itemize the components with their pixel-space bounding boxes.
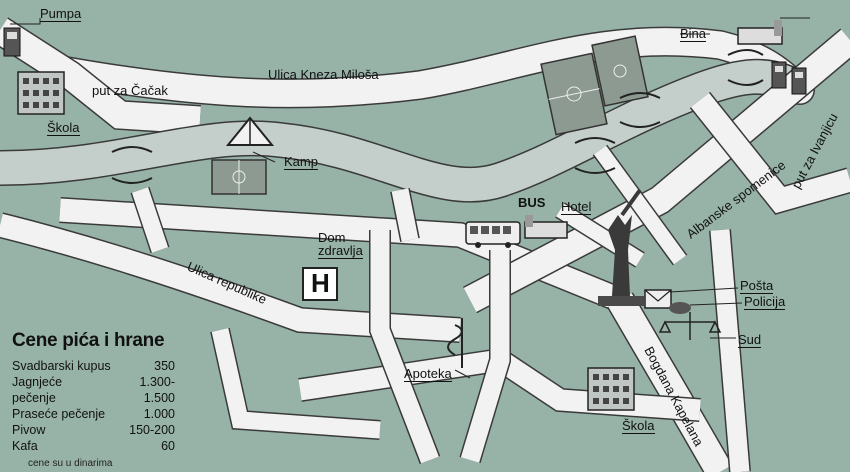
- price-row: Praseće pečenje 1.000: [10, 406, 200, 422]
- label-policija: Policija: [744, 294, 786, 310]
- price-row: Svadbarski kupus 350: [10, 358, 200, 374]
- price-item-value: 1.000: [143, 407, 175, 421]
- label-bus: BUS: [518, 195, 546, 210]
- label-skola: Škola: [47, 120, 80, 136]
- price-panel: Cene pića i hrane Svadbarski kupus 350 Ja…: [10, 330, 200, 470]
- price-item-value: 150-200: [129, 423, 175, 437]
- label-sud: Sud: [738, 332, 762, 348]
- fuel-pump-icon: [3, 27, 21, 57]
- pharmacy-symbol-icon: [447, 318, 463, 368]
- label-put-za-cacak: put za Čačak: [92, 83, 168, 98]
- hospital-icon: [302, 267, 338, 301]
- label-ulica-kneza-milosa: Ulica Kneza Miloša: [268, 67, 379, 82]
- price-row: Kafa 60: [10, 438, 200, 454]
- statue-icon: [598, 188, 644, 306]
- price-item-value: 350: [154, 359, 175, 373]
- label-dom-zdravlja-1: Dom: [318, 230, 346, 245]
- price-item-name: Kafa: [12, 439, 38, 453]
- bridge-icon: [111, 49, 764, 184]
- label-hotel: Hotel: [561, 199, 592, 215]
- label-bina: Bina: [680, 26, 707, 42]
- police-cap-icon: [669, 302, 691, 314]
- tent-icon: [225, 116, 275, 146]
- price-row: Pivow 150-200: [10, 422, 200, 438]
- label-apoteka: Apoteka: [404, 366, 452, 382]
- football-field-icon: [211, 159, 267, 195]
- price-item-value: 60: [161, 439, 175, 453]
- football-field-icon: [540, 52, 608, 136]
- hotel-bed-icon: [524, 215, 568, 239]
- label-skola-2: Škola: [622, 418, 655, 434]
- hotel-bed-icon: [737, 20, 783, 45]
- price-item-name: Praseće pečenje: [12, 407, 106, 421]
- price-item-name: Pivow: [12, 423, 46, 437]
- football-field-icon: [591, 35, 649, 107]
- school-building-icon: [587, 367, 635, 411]
- hospital-letter: H: [311, 268, 330, 298]
- price-row: Jagnjeće pečenje 1.300-1.500: [10, 374, 200, 406]
- label-posta: Pošta: [740, 278, 774, 294]
- label-kamp: Kamp: [284, 154, 318, 170]
- price-item-name: Svadbarski kupus: [12, 359, 111, 373]
- price-note: cene su u dinarima: [28, 458, 113, 469]
- price-item-name: Jagnjeće pečenje: [12, 375, 63, 405]
- court-scales-icon: [658, 312, 722, 340]
- label-pumpa: Pumpa: [40, 6, 82, 22]
- bus-icon: [465, 221, 521, 248]
- post-envelope-icon: [644, 289, 672, 309]
- school-building-icon: [17, 71, 65, 115]
- fuel-pump-icon: [771, 61, 807, 95]
- price-item-value: 1.300-1.500: [139, 375, 175, 405]
- label-dom-zdravlja-2: zdravlja: [318, 243, 363, 259]
- price-title: Cene pića i hrane: [12, 330, 165, 351]
